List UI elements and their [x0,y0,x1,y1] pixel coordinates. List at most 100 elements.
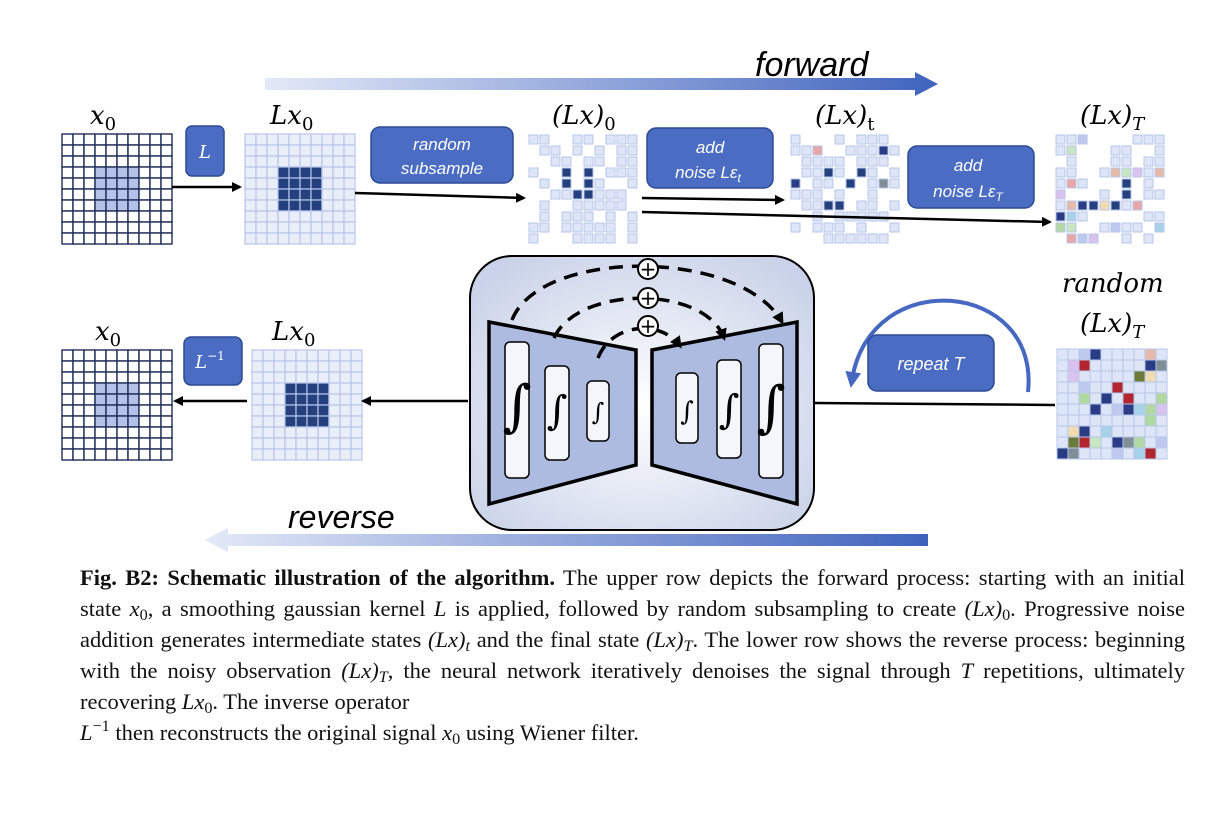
grid-cell [266,232,279,245]
grid-cell [83,188,96,201]
grid-cell [594,156,605,167]
integral-icon: ∫ [547,388,568,434]
grid-cell [149,371,162,384]
grid-cell [94,210,107,223]
svg-text:noise Lεt: noise Lεt [675,163,741,185]
grid-cell [343,155,356,168]
grid-cell [1077,211,1088,222]
grid-cell [138,360,151,373]
grid-cell [328,371,341,384]
grid-cell [72,166,85,179]
grid-cell [83,133,96,146]
grid-cell [550,156,561,167]
grid-cell [1056,403,1069,416]
grid-cell [116,221,129,234]
grid-cell [1133,348,1146,361]
grid-cell [889,145,900,156]
svg-text:add: add [954,156,983,175]
label-lx0-top: Lx0 [269,101,313,135]
grid-cell [1133,403,1146,416]
grid-cell [160,371,173,384]
grid-cell [339,371,352,384]
grid-cell [1133,370,1146,383]
grid-cell [328,426,341,439]
grid-cell [288,232,301,245]
grid-cell [160,232,173,245]
grid-cell [61,349,74,362]
grid-cell [350,371,363,384]
grid-cell [266,133,279,146]
grid-cell [262,360,275,373]
grid-cell [160,221,173,234]
grid-cell [1099,189,1110,200]
grid-cell [583,211,594,222]
grid-cell [83,448,96,461]
grid-cell [94,382,107,395]
grid-cell [332,166,345,179]
grid-cell [878,178,889,189]
grid-cell [823,233,834,244]
grid-cell [61,133,74,146]
grid-cell [812,167,823,178]
grid-cell [1066,134,1077,145]
grid-cell [284,404,297,417]
grid-cell [105,371,118,384]
grid-cell [105,437,118,450]
grid-cell [1155,370,1168,383]
grid-cell [72,371,85,384]
grid-cell [72,404,85,417]
grid-cell [1100,370,1113,383]
grid-cell [266,155,279,168]
grid-cell [1078,392,1091,405]
grid-cell [83,177,96,190]
grid-cell [572,145,583,156]
grid-cell [284,426,297,439]
grid-cell [332,221,345,234]
grid-cell [251,448,264,461]
grid-cell [61,155,74,168]
grid-cell [856,200,867,211]
grid-cell [1154,156,1165,167]
grid-cell [61,393,74,406]
grid-cell [1144,359,1157,372]
svg-text:random: random [413,135,471,154]
grid-cell [1133,447,1146,460]
grid-cell [550,189,561,200]
grid-cell [127,188,140,201]
grid-cell [116,382,129,395]
grid-cell [299,177,312,190]
grid-cell [1122,370,1135,383]
grid-cell [149,155,162,168]
decoder-layer-3 [758,343,784,479]
grid-cell [72,448,85,461]
grid-cell [332,199,345,212]
grid-cell [83,166,96,179]
grid-cell [149,221,162,234]
grid-cell [116,371,129,384]
grid-cell [317,382,330,395]
grid-cell [1067,381,1080,394]
grid-cell [61,199,74,212]
grid-cell [343,232,356,245]
grid-cell [343,133,356,146]
grid-cell [72,144,85,157]
grid-cell [1056,370,1069,383]
grid-cell [244,144,257,157]
grid-cell [1111,414,1124,427]
grid-lx-t [790,134,900,244]
grid-cell [1078,436,1091,449]
grid-cell [61,360,74,373]
grid-cell [244,232,257,245]
grid-cell [273,360,286,373]
grid-cell [138,210,151,223]
grid-cell [583,167,594,178]
grid-cell [116,177,129,190]
grid-cell [1144,392,1157,405]
grid-cell [1066,222,1077,233]
grid-cell [561,178,572,189]
grid-cell [594,189,605,200]
grid-cell [1144,370,1157,383]
grid-cell [116,155,129,168]
grid-cell [72,210,85,223]
grid-cell [616,200,627,211]
